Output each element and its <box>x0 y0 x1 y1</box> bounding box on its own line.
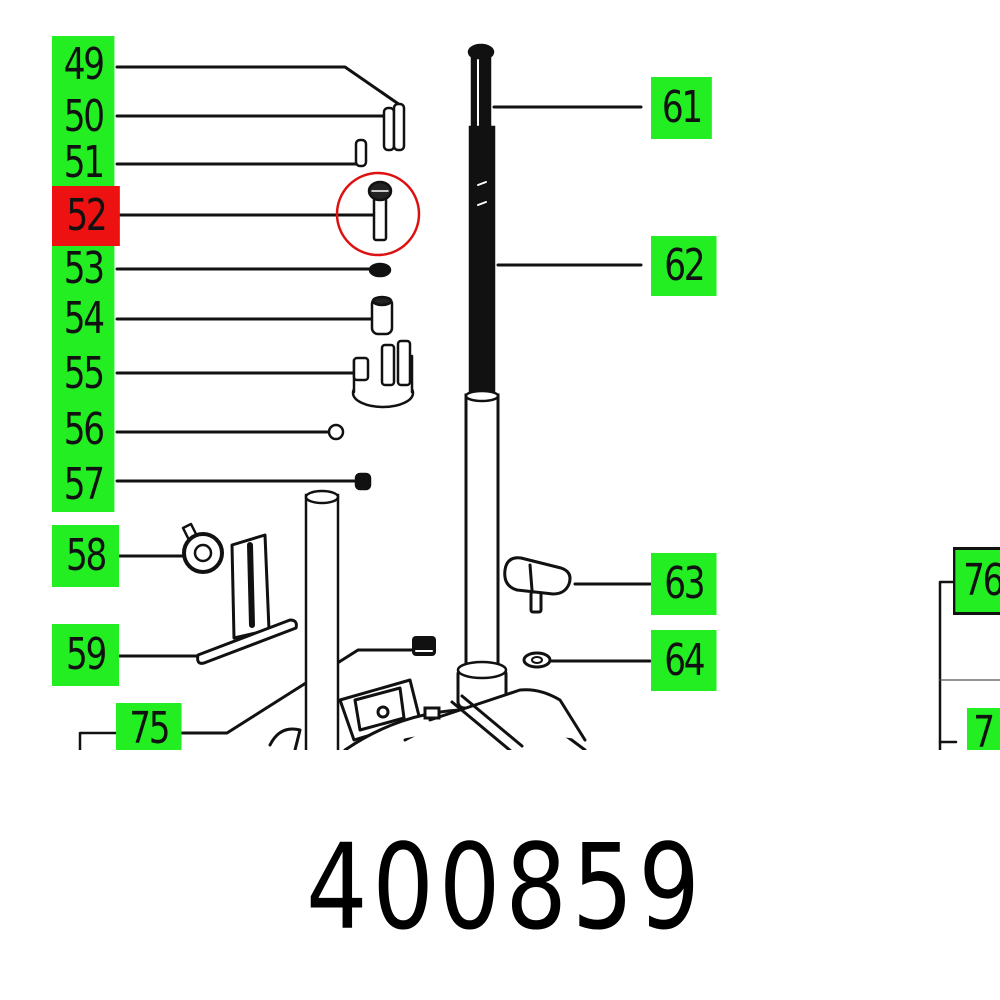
callout-53[interactable]: 53 <box>52 243 115 294</box>
part-58-knob <box>181 522 224 574</box>
bracket-76-77 <box>938 580 956 750</box>
callout-49-text: 49 <box>63 39 105 90</box>
callout-77[interactable]: 7 <box>967 708 1000 750</box>
diagram-drawing <box>78 43 1000 750</box>
callout-51[interactable]: 51 <box>52 137 115 188</box>
exploded-parts-diagram: 49 50 51 52 53 54 55 56 57 58 59 61 62 6… <box>52 36 1000 750</box>
callout-59[interactable]: 59 <box>52 624 120 686</box>
part-50-pin <box>382 106 396 152</box>
part-52-screw-shaft <box>372 194 388 242</box>
part-57-nut <box>354 472 372 491</box>
part-63-wing-knob <box>503 556 572 614</box>
part-number: 400859 <box>305 818 705 956</box>
selected-part-highlight-ring <box>335 171 421 257</box>
callout-50[interactable]: 50 <box>52 91 115 142</box>
callout-58-text: 58 <box>66 530 107 581</box>
callout-56[interactable]: 56 <box>52 402 115 458</box>
callout-75[interactable]: 75 <box>116 703 182 750</box>
callout-54-text: 54 <box>63 293 105 344</box>
part-column-tube <box>304 493 340 750</box>
callout-63-text: 63 <box>664 558 705 609</box>
callout-62[interactable]: 62 <box>651 236 717 296</box>
part-59-scale <box>196 533 298 665</box>
callout-50-text: 50 <box>63 91 105 142</box>
callout-62-text: 62 <box>664 240 705 291</box>
callout-64-text: 64 <box>664 634 705 686</box>
leader-line-49 <box>115 65 402 107</box>
callout-77-text: 7 <box>973 707 995 751</box>
callout-75-text: 75 <box>129 703 170 751</box>
callout-61-text: 61 <box>661 82 703 133</box>
callout-61[interactable]: 61 <box>651 77 712 139</box>
callout-57-text: 57 <box>63 459 105 510</box>
part-56-ball <box>327 423 345 441</box>
leader-line-75 <box>180 648 414 735</box>
callout-55-text: 55 <box>63 348 105 399</box>
callout-54[interactable]: 54 <box>52 292 115 346</box>
part-53-washer <box>368 262 392 278</box>
callout-76-text: 76 <box>963 555 1000 606</box>
part-61-rod-upper <box>470 54 492 130</box>
callout-63[interactable]: 63 <box>651 553 717 615</box>
part-75-cap <box>412 636 436 656</box>
callout-57[interactable]: 57 <box>52 458 115 512</box>
callout-58[interactable]: 58 <box>52 525 120 587</box>
callout-76[interactable]: 76 <box>953 547 1000 615</box>
callout-55[interactable]: 55 <box>52 346 115 402</box>
part-62-threaded-rod <box>468 125 496 401</box>
callout-53-text: 53 <box>63 243 105 294</box>
callout-56-text: 56 <box>63 404 105 455</box>
callout-52-text: 52 <box>66 190 107 241</box>
part-51-pin <box>354 138 368 168</box>
callout-59-text: 59 <box>66 629 107 680</box>
part-main-shaft <box>464 393 500 675</box>
part-router-base <box>268 678 587 750</box>
part-49-pin <box>392 102 406 152</box>
callout-49[interactable]: 49 <box>52 36 115 94</box>
callout-64[interactable]: 64 <box>651 630 717 691</box>
callout-51-text: 51 <box>63 137 105 188</box>
callout-52-selected[interactable]: 52 <box>52 186 120 246</box>
leader-line-75-bracket <box>78 731 120 750</box>
